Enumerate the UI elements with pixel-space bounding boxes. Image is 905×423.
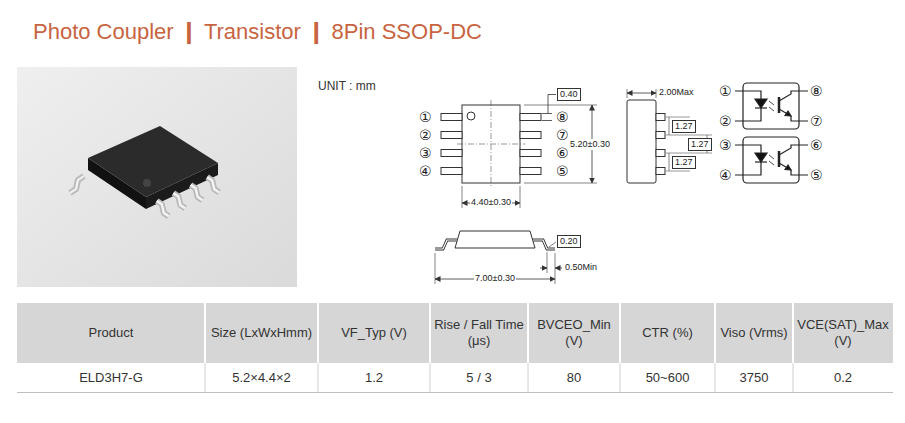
dimension: 0.40 <box>557 88 581 101</box>
table-cell: 5 / 3 <box>430 363 528 392</box>
front-view <box>435 231 562 284</box>
table-cell: ELD3H7-G <box>17 363 205 392</box>
table-cell: 80 <box>528 363 620 392</box>
pin-number: ① <box>419 108 432 126</box>
dimension: 4.40±0.30 <box>470 197 512 208</box>
dimension: 1.27 <box>688 138 712 151</box>
table-header: Rise / Fall Time (μs) <box>430 303 528 363</box>
schematic-symbol <box>735 83 808 183</box>
table-cell: 5.2×4.4×2 <box>205 363 318 392</box>
pin-number: ④ <box>719 166 732 184</box>
pin-number: ② <box>419 126 432 144</box>
pin-number: ⑧ <box>556 108 569 126</box>
table-header: VF_Typ (V) <box>318 303 430 363</box>
table-header: BVCEO_Min (V) <box>528 303 620 363</box>
pin-number: ⑦ <box>810 112 823 130</box>
table-header: VCE(SAT)_Max (V) <box>793 303 893 363</box>
dimension: 1.27 <box>672 156 696 169</box>
table-header: CTR (%) <box>620 303 715 363</box>
table-cell: 3750 <box>715 363 793 392</box>
product-photo <box>17 67 297 287</box>
unit-note: UNIT : mm <box>318 79 376 93</box>
pin-number: ⑦ <box>556 126 569 144</box>
dimension: 1.27 <box>672 120 696 133</box>
page-title: Photo Coupler ❙ Transistor ❙ 8Pin SSOP-D… <box>33 18 482 46</box>
pin-number: ③ <box>719 136 732 154</box>
table-header: Viso (Vrms) <box>715 303 793 363</box>
dimension: 0.50Min <box>565 262 597 273</box>
side-view <box>627 89 712 183</box>
dimension: 5.20±0.30 <box>569 139 611 150</box>
table-cell: 0.2 <box>793 363 893 392</box>
pin-number: ⑤ <box>556 162 569 180</box>
pin-number: ② <box>719 112 732 130</box>
dimension: 0.20 <box>557 235 581 248</box>
dimension: 2.00Max <box>659 87 694 98</box>
table-header: Size (LxWxHmm) <box>205 303 318 363</box>
dimension: 7.00±0.30 <box>474 273 516 284</box>
pin-number: ⑤ <box>810 166 823 184</box>
top-view <box>441 95 597 209</box>
table-cell: 1.2 <box>318 363 430 392</box>
pin-number: ⑥ <box>810 136 823 154</box>
pin-number: ⑧ <box>810 82 823 100</box>
pin-number: ① <box>719 82 732 100</box>
table-cell: 50~600 <box>620 363 715 392</box>
table-header: Product <box>17 303 205 363</box>
spec-table <box>17 303 893 393</box>
pin-number: ③ <box>419 144 432 162</box>
pin-number: ⑥ <box>556 144 569 162</box>
pin-number: ④ <box>419 162 432 180</box>
